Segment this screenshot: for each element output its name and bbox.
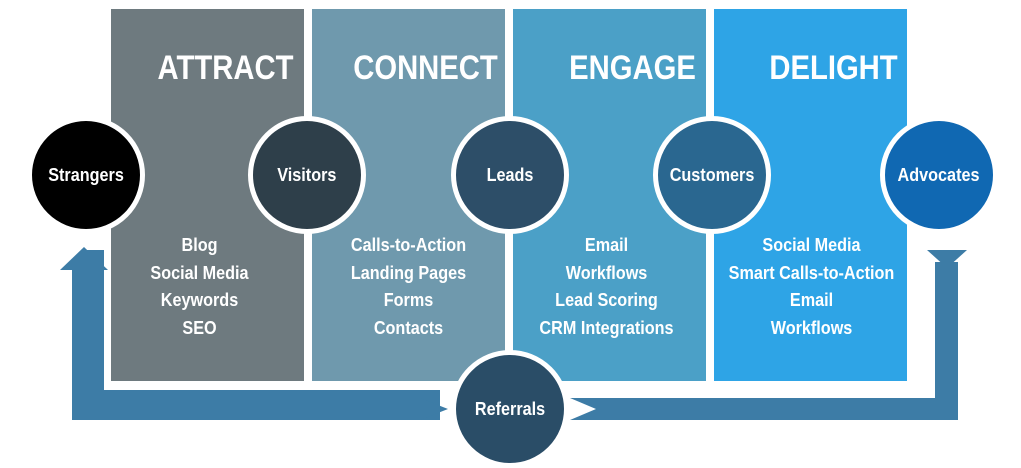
left-loop-arrow	[66, 250, 440, 398]
node-label: Referrals	[474, 398, 546, 419]
node-label: Visitors	[277, 164, 337, 185]
right-loop-arrow-inner	[935, 262, 958, 398]
stage-title: ENGAGE	[569, 49, 696, 87]
node-referrals: Referrals	[451, 350, 569, 468]
node-strangers: Strangers	[27, 116, 145, 234]
list-item: Lead Scoring	[555, 290, 658, 310]
list-item: Blog	[181, 235, 218, 255]
node-customers: Customers	[653, 116, 771, 234]
stage-title: DELIGHT	[769, 49, 898, 87]
stage-title: CONNECT	[353, 49, 498, 87]
stage-title: ATTRACT	[157, 49, 294, 87]
right-loop-arrow-shaft	[570, 262, 958, 420]
stage-items: Email Workflows Lead Scoring CRM Integra…	[510, 232, 703, 342]
left-loop-arrowhead	[60, 247, 108, 270]
node-label: Advocates	[898, 164, 980, 185]
node-label: Leads	[486, 164, 534, 185]
list-item: Forms	[383, 290, 434, 310]
list-item: Workflows	[565, 262, 648, 283]
node-advocates: Advocates	[880, 116, 998, 234]
node-label: Strangers	[48, 164, 124, 185]
list-item: CRM Integrations	[539, 317, 674, 338]
list-item: Social Media	[762, 235, 861, 255]
list-item: Smart Calls-to-Action	[728, 262, 895, 283]
list-item: Calls-to-Action	[350, 235, 467, 255]
list-item: Landing Pages	[350, 262, 467, 283]
stage-items: Blog Social Media Keywords SEO	[103, 232, 296, 342]
list-item: Contacts	[373, 317, 444, 338]
left-arrow-tail-notch	[420, 398, 448, 420]
node-visitors: Visitors	[248, 116, 366, 234]
list-item: Email	[789, 290, 834, 310]
list-item: Workflows	[770, 317, 853, 338]
left-loop-arrow-shaft	[72, 268, 440, 420]
right-loop-arrowhead	[927, 250, 967, 268]
list-item: Keywords	[160, 290, 239, 310]
list-item: Email	[584, 235, 629, 255]
stage-items: Social Media Smart Calls-to-Action Email…	[715, 232, 908, 342]
node-leads: Leads	[451, 116, 569, 234]
stage-items: Calls-to-Action Landing Pages Forms Cont…	[312, 232, 505, 342]
list-item: SEO	[182, 317, 217, 338]
list-item: Social Media	[150, 262, 249, 283]
node-label: Customers	[669, 164, 755, 185]
